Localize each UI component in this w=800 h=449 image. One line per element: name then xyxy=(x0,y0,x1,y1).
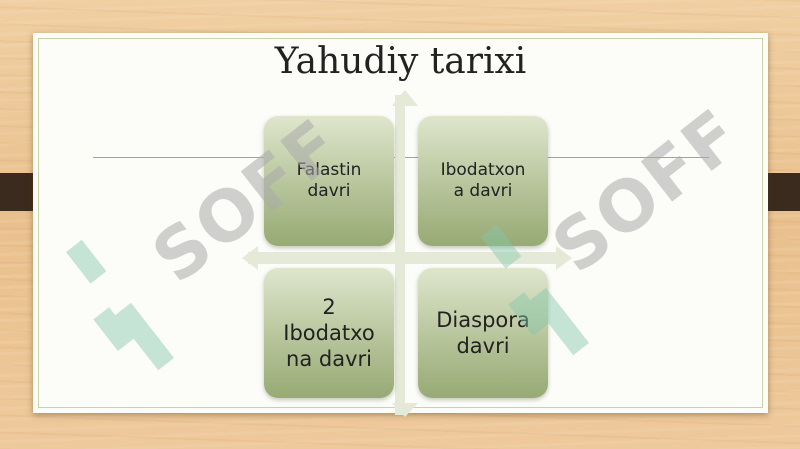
quadrant-label: Falastin davri xyxy=(296,159,362,201)
horizontal-arrow-shaft xyxy=(248,252,558,264)
arrow-up-icon xyxy=(392,90,418,106)
arrow-down-icon xyxy=(392,403,418,417)
arrow-left-icon xyxy=(242,246,258,270)
arrow-right-icon xyxy=(556,246,572,270)
slide-title: Yahudiy tarixi xyxy=(274,41,527,82)
quadrant-label: 2 Ibodatxo na davri xyxy=(283,294,375,372)
quadrant-box-bottom-left: 2 Ibodatxo na davri xyxy=(264,268,394,398)
quadrant-box-bottom-right: Diaspora davri xyxy=(418,268,548,398)
quadrant-label: Diaspora davri xyxy=(436,307,530,358)
quadrant-label: Ibodatxon a davri xyxy=(440,159,526,201)
quadrant-box-top-right: Ibodatxon a davri xyxy=(418,116,548,246)
quadrant-box-top-left: Falastin davri xyxy=(264,116,394,246)
